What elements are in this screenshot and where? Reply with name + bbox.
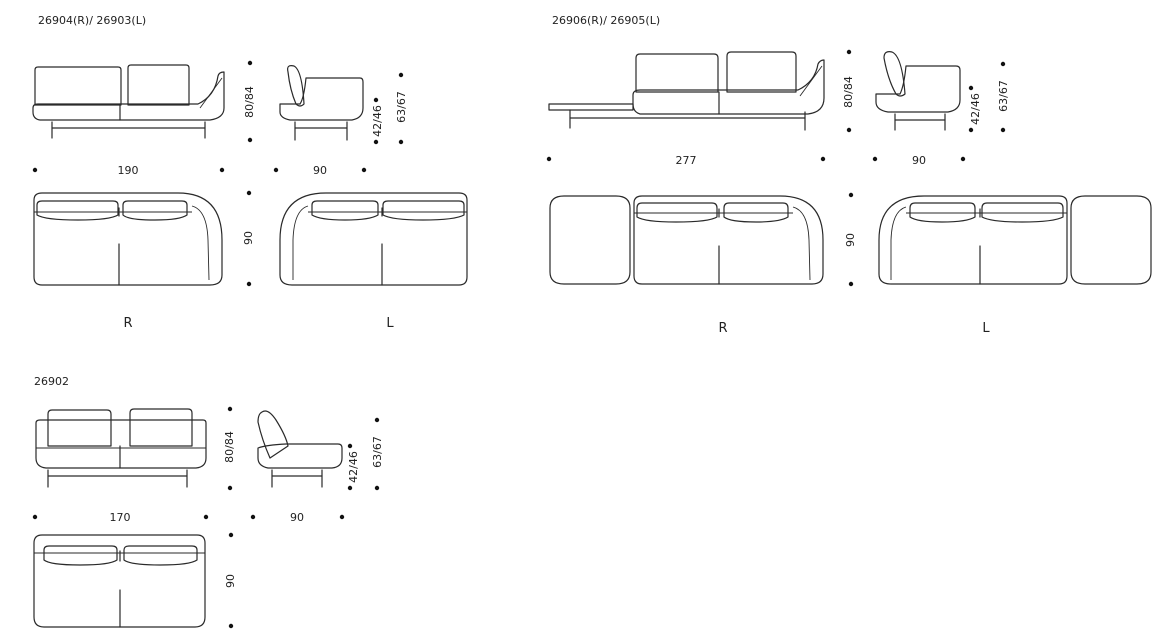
model-label-group1: 26904(R)/ 26903(L): [38, 14, 146, 27]
top-view-r-group1: [33, 192, 223, 286]
dim-depth-90-side3: 90: [290, 511, 304, 524]
orientation-r-group1: R: [123, 316, 132, 331]
model-label-group3: 26902: [34, 375, 69, 388]
dim-seat-height-group2: 42/46: [969, 93, 982, 125]
dim-width-170: 170: [110, 511, 131, 524]
dim-arm-height-group1: 63/67: [395, 91, 408, 123]
side-view-group3: [257, 410, 343, 488]
dim-seat-height-group3: 42/46: [347, 451, 360, 483]
model-label-group2: 26906(R)/ 26905(L): [552, 14, 660, 27]
orientation-r-group2: R: [718, 321, 727, 336]
front-view-170: [35, 408, 207, 488]
dim-depth-90-side1: 90: [313, 164, 327, 177]
top-view-r-group2: [549, 195, 824, 285]
dim-seat-height-group1: 42/46: [371, 105, 384, 137]
front-view-277: [548, 51, 825, 131]
top-view-l-group2: [878, 195, 1152, 285]
dim-width-190: 190: [118, 164, 139, 177]
orientation-l-group1: L: [386, 316, 394, 331]
dim-height-group3: 80/84: [223, 431, 236, 463]
side-view-group1: [279, 65, 364, 141]
front-view-190: [32, 64, 225, 139]
top-view-l-group1: [279, 192, 468, 286]
orientation-l-group2: L: [982, 321, 990, 336]
side-view-group2: [875, 51, 961, 131]
dim-depth-90-side2: 90: [912, 154, 926, 167]
dim-height-group1: 80/84: [243, 86, 256, 118]
dim-height-group2: 80/84: [842, 76, 855, 108]
dim-arm-height-group2: 63/67: [997, 80, 1010, 112]
dim-width-277: 277: [676, 154, 697, 167]
dim-arm-height-group3: 63/67: [371, 436, 384, 468]
dim-depth-90-top2: 90: [844, 233, 857, 247]
dim-depth-90-top1: 90: [242, 231, 255, 245]
top-view-group3: [33, 534, 206, 628]
dim-depth-90-top3: 90: [224, 574, 237, 588]
